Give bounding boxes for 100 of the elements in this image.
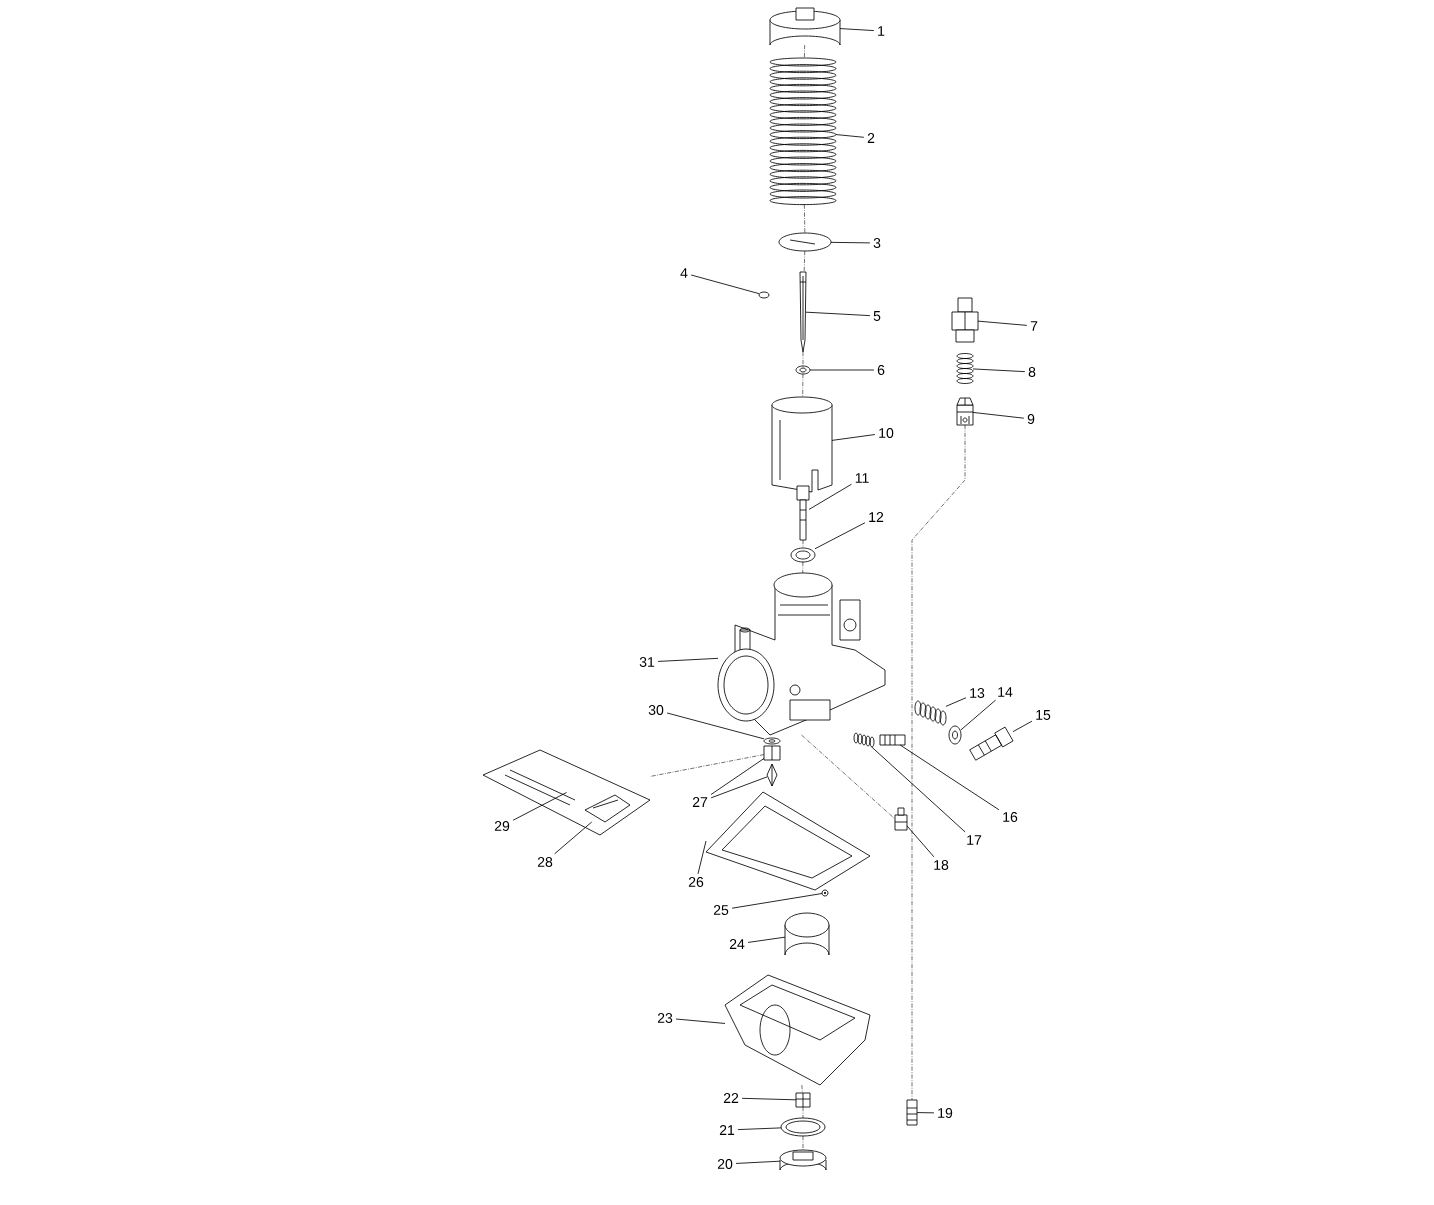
center-line	[804, 44, 805, 59]
center-line	[802, 539, 804, 549]
leader-line	[710, 758, 765, 795]
callout-number: 18	[934, 860, 949, 870]
leader-line	[831, 434, 876, 441]
leader-line	[735, 1160, 781, 1164]
center-line	[802, 1135, 804, 1151]
leader-line	[805, 311, 871, 317]
callout-number: 10	[879, 428, 894, 438]
center-line	[801, 1084, 803, 1094]
callout-number: 7	[1030, 321, 1038, 331]
leader-line	[666, 712, 765, 740]
callout-number: 28	[537, 857, 553, 867]
carburetor-body-drawing	[717, 572, 886, 736]
leader-line	[657, 657, 719, 662]
leader-line	[830, 241, 871, 244]
leader-line	[977, 320, 1028, 326]
pin-drawing	[821, 889, 829, 897]
callout-number: 22	[723, 1093, 739, 1103]
nut-drawing	[795, 1092, 811, 1108]
washer-drawing	[763, 737, 781, 745]
center-line	[801, 734, 896, 820]
leader-line	[916, 1112, 935, 1114]
callout-number: 11	[855, 473, 869, 483]
screw-drawing	[969, 726, 1014, 761]
gauge-card-drawing	[482, 749, 651, 836]
screw-drawing	[879, 734, 906, 746]
leader-line	[554, 821, 593, 855]
leader-line	[808, 483, 852, 510]
jet-drawing	[796, 485, 810, 541]
plug-drawing	[894, 807, 908, 831]
leader-line	[839, 28, 875, 31]
clip-drawing	[758, 291, 770, 299]
float-drawing	[784, 912, 830, 956]
leader-line	[871, 746, 966, 833]
callout-number: 25	[713, 905, 729, 915]
clip-drawing	[584, 794, 631, 823]
center-line	[649, 754, 765, 777]
leader-line	[710, 776, 768, 799]
washer-drawing	[948, 725, 962, 745]
callout-number: 29	[494, 821, 510, 831]
center-line	[803, 250, 806, 273]
leader-line	[972, 368, 1026, 373]
spring-drawing	[914, 700, 947, 726]
callout-number: 12	[869, 512, 884, 522]
callout-number: 5	[873, 311, 881, 321]
callout-number: 9	[1027, 414, 1035, 424]
spring-drawing	[956, 353, 974, 384]
callout-number: 31	[639, 657, 655, 667]
center-line	[804, 204, 806, 234]
ring-drawing	[790, 547, 816, 563]
center-line	[802, 373, 804, 398]
o-ring-drawing	[780, 1117, 826, 1137]
plunger-drawing	[956, 397, 974, 426]
callout-number: 17	[967, 835, 982, 845]
center-line	[802, 561, 804, 574]
callout-number: 14	[998, 687, 1013, 697]
center-line	[911, 424, 966, 1101]
callout-number: 1	[878, 26, 885, 36]
callout-number: 27	[692, 797, 708, 807]
leader-line	[906, 825, 935, 858]
callout-number: 6	[877, 365, 885, 375]
callout-number: 23	[657, 1013, 673, 1023]
spring-drawing	[853, 732, 875, 748]
callout-number: 4	[680, 268, 688, 278]
needle-drawing	[799, 271, 807, 353]
leader-line	[814, 522, 866, 550]
leader-line	[835, 134, 865, 138]
nut-drawing	[951, 297, 979, 343]
disc-drawing	[778, 232, 832, 252]
callout-number: 16	[1003, 812, 1018, 822]
leader-line	[945, 697, 967, 707]
leader-line	[1012, 720, 1033, 733]
cap-drawing	[769, 7, 841, 46]
screw-drawing	[906, 1099, 918, 1126]
callout-number: 20	[717, 1159, 733, 1169]
callout-number: 26	[688, 877, 704, 887]
callout-number: 2	[867, 133, 875, 143]
center-line	[802, 1106, 804, 1119]
callout-number: 21	[719, 1125, 735, 1135]
leader-line	[690, 274, 760, 295]
leader-line	[741, 1097, 797, 1101]
leader-line	[972, 412, 1025, 419]
leader-line	[809, 369, 875, 371]
leader-line	[960, 699, 997, 731]
leader-line	[899, 744, 1000, 811]
slide-drawing	[771, 396, 833, 493]
needle-valve-drawing	[766, 763, 778, 787]
callout-number: 13	[970, 688, 985, 698]
washer-drawing	[795, 365, 811, 375]
nut-drawing	[763, 745, 781, 761]
callout-number: 8	[1028, 367, 1036, 377]
callout-number: 24	[729, 939, 745, 949]
callout-number: 15	[1036, 710, 1051, 720]
drain-plug-drawing	[779, 1149, 827, 1171]
gasket-drawing	[705, 791, 871, 891]
leader-line	[697, 840, 707, 875]
float-bowl-drawing	[724, 974, 871, 1086]
callout-number: 3	[873, 238, 881, 248]
leader-line	[675, 1018, 726, 1024]
